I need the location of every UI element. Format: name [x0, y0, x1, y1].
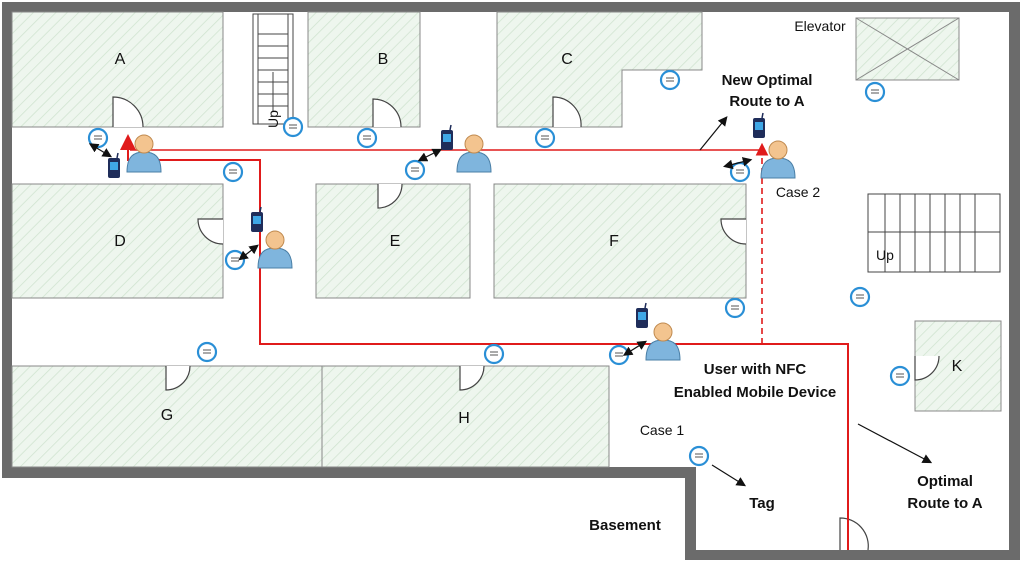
optimal-callout-line2: Route to A — [907, 495, 982, 512]
optimal-route — [120, 134, 849, 550]
room-c-label: C — [561, 51, 573, 68]
room-f: F — [493, 183, 747, 299]
room-k-label: K — [952, 358, 963, 375]
user-callout-line1: User with NFC — [704, 361, 807, 378]
room-b: B — [307, 11, 421, 128]
tag-phone-links — [88, 143, 753, 356]
new-route-callout-line1: New Optimal — [722, 72, 813, 89]
optimal-callout-line1: Optimal — [917, 473, 973, 490]
room-d: D — [11, 183, 224, 299]
elevator-label: Elevator — [794, 18, 846, 34]
case2-label: Case 2 — [776, 184, 821, 200]
room-c: C — [496, 11, 703, 128]
callout-arrows — [699, 116, 933, 487]
tag-callout: Tag — [749, 495, 775, 512]
basement-label: Basement — [589, 517, 661, 534]
room-g-label: G — [161, 407, 173, 424]
room-a-label: A — [115, 51, 126, 68]
new-route-callout-line2: Route to A — [729, 93, 804, 110]
user-callout-line2: Enabled Mobile Device — [674, 384, 837, 401]
room-d-label: D — [114, 233, 126, 250]
stairs-right — [867, 193, 1001, 273]
stairs-right-up-label: Up — [876, 247, 894, 263]
room-f-label: F — [609, 233, 619, 250]
room-e-label: E — [390, 233, 401, 250]
stairs-top-up-label: Up — [265, 110, 281, 128]
case1-label: Case 1 — [640, 422, 685, 438]
room-h-label: H — [458, 410, 470, 427]
stairs-top — [252, 13, 294, 125]
room-b-label: B — [378, 51, 389, 68]
elevator-shaft — [855, 17, 960, 81]
